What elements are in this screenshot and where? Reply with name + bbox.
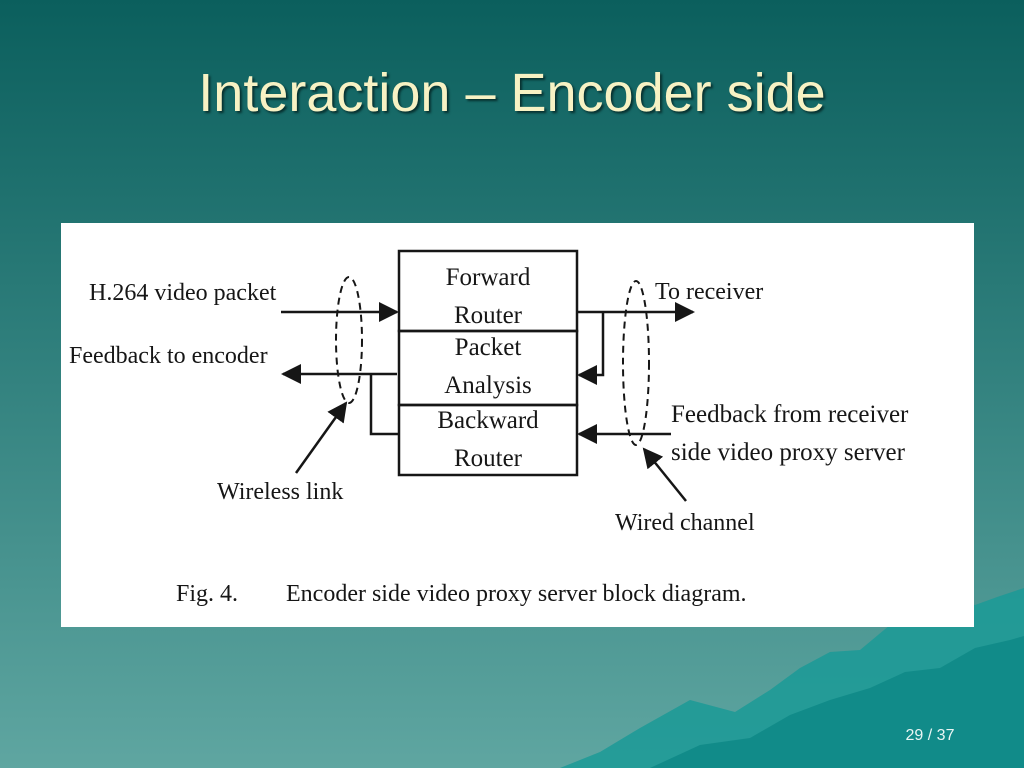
page-number: 29 / 37 — [905, 727, 955, 744]
packet-analysis-line1: Packet — [455, 334, 522, 361]
backward-router-line1: Backward — [437, 407, 539, 434]
wired-channel-ellipse — [622, 280, 650, 446]
analysis-tap-arrow — [577, 312, 605, 385]
label-feedback-receiver-2: side video proxy server — [671, 439, 906, 466]
slide-title: Interaction – Encoder side — [198, 63, 826, 123]
label-wired-channel: Wired channel — [615, 510, 755, 536]
label-feedback-receiver-1: Feedback from receiver — [671, 401, 909, 428]
label-input-packet: H.264 video packet — [89, 280, 277, 306]
backward-router-line2: Router — [454, 445, 523, 472]
label-to-receiver: To receiver — [655, 279, 763, 305]
figure-caption-text: Encoder side video proxy server block di… — [286, 581, 747, 607]
block-diagram: Forward Router Packet Analysis Backward … — [69, 249, 909, 607]
label-wireless-link: Wireless link — [217, 479, 343, 505]
wireless-pointer-arrow — [294, 401, 348, 474]
label-feedback-encoder: Feedback to encoder — [69, 343, 268, 369]
figure-panel: Forward Router Packet Analysis Backward … — [61, 223, 974, 627]
figure-caption-number: Fig. 4. — [176, 581, 238, 607]
forward-router-line2: Router — [454, 302, 523, 329]
wired-pointer-arrow — [642, 447, 687, 502]
packet-analysis-line2: Analysis — [444, 372, 532, 399]
forward-router-line1: Forward — [446, 264, 531, 291]
wireless-link-ellipse — [335, 276, 363, 404]
backward-out-line — [369, 374, 399, 436]
